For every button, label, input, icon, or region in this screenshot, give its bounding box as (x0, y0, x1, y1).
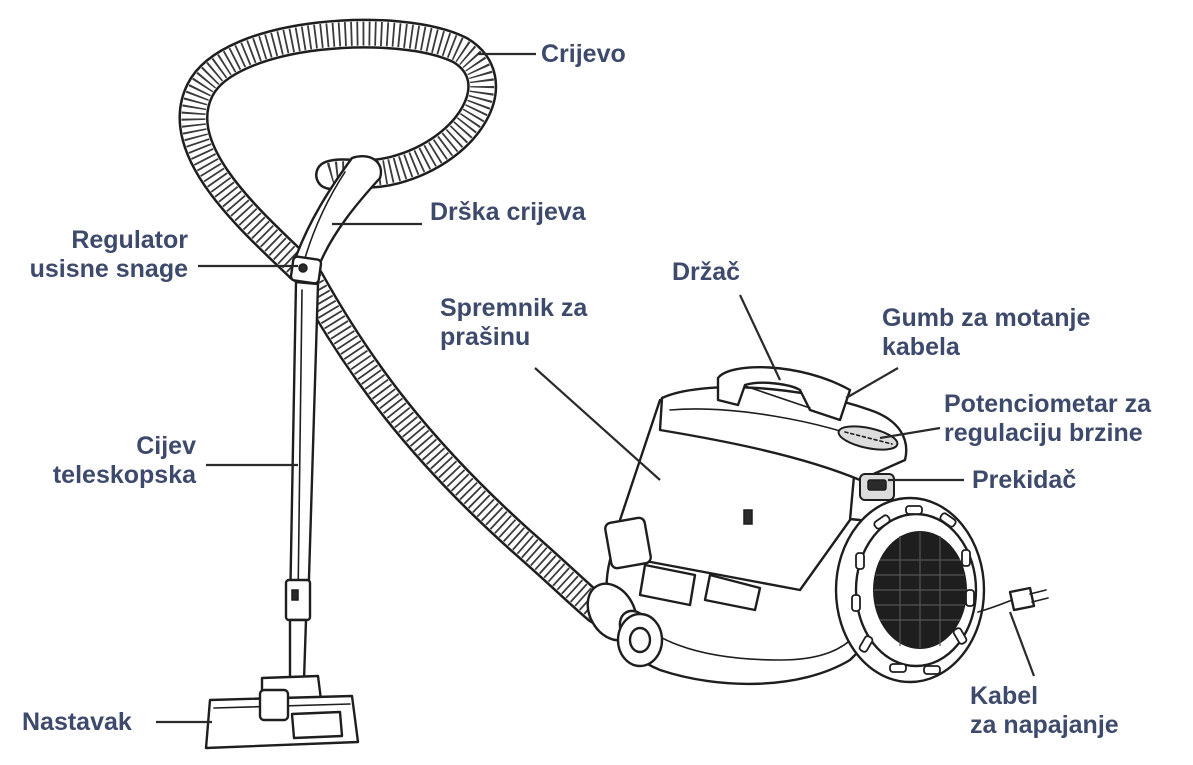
vacuum-body (586, 366, 1049, 686)
label-kabel-line2: za napajanje (970, 711, 1119, 739)
label-spremnik-line1: Spremnik za (440, 294, 588, 322)
label-regulator-line2: usisne snage (29, 255, 188, 283)
label-cijev-line1: Cijev (136, 432, 196, 460)
label-potenciometar: Potenciometar za regulaciju brzine (944, 390, 1151, 448)
label-drska-crijeva: Drška crijeva (430, 198, 586, 227)
label-drzac-text: Držač (672, 258, 741, 286)
label-gumb-line2: kabela (882, 333, 960, 361)
filter-grille (874, 532, 966, 648)
label-kabel-line1: Kabel (970, 682, 1039, 710)
label-regulator-usisne-snage: Regulator usisne snage (8, 226, 188, 284)
label-drzac: Držač (672, 258, 740, 287)
label-potenciometar-line1: Potenciometar za (944, 390, 1152, 418)
telescopic-tube (284, 280, 320, 682)
label-cijev-teleskopska: Cijev teleskopska (20, 432, 196, 490)
hose (178, 18, 613, 625)
label-prekidac-text: Prekidač (972, 466, 1077, 494)
leader-drzac (739, 294, 781, 381)
label-prekidac: Prekidač (972, 466, 1076, 495)
label-crijevo: Crijevo (541, 40, 626, 69)
leader-potenciometar (879, 426, 941, 440)
leader-spremnik (534, 367, 661, 481)
label-cijev-line2: teleskopska (52, 461, 196, 489)
label-gumb-line1: Gumb za motanje (882, 304, 1091, 332)
label-spremnik-line2: prašinu (440, 323, 531, 351)
label-spremnik-za-prasinu: Spremnik za prašinu (440, 294, 587, 352)
label-nastavak: Nastavak (22, 708, 132, 737)
label-regulator-line1: Regulator (71, 226, 188, 254)
label-gumb-za-motanje-kabela: Gumb za motanje kabela (882, 304, 1090, 362)
label-nastavak-text: Nastavak (22, 708, 132, 736)
label-potenciometar-line2: regulaciju brzine (944, 419, 1143, 447)
label-kabel-za-napajanje: Kabel za napajanje (970, 682, 1119, 740)
floor-nozzle (204, 674, 360, 750)
leader-lines (156, 52, 1036, 724)
label-crijevo-text: Crijevo (541, 40, 626, 68)
leader-kabel (1008, 611, 1036, 677)
hose-handle (289, 155, 383, 285)
label-drska-crijeva-text: Drška crijeva (430, 198, 586, 226)
leader-gumb (845, 367, 899, 399)
